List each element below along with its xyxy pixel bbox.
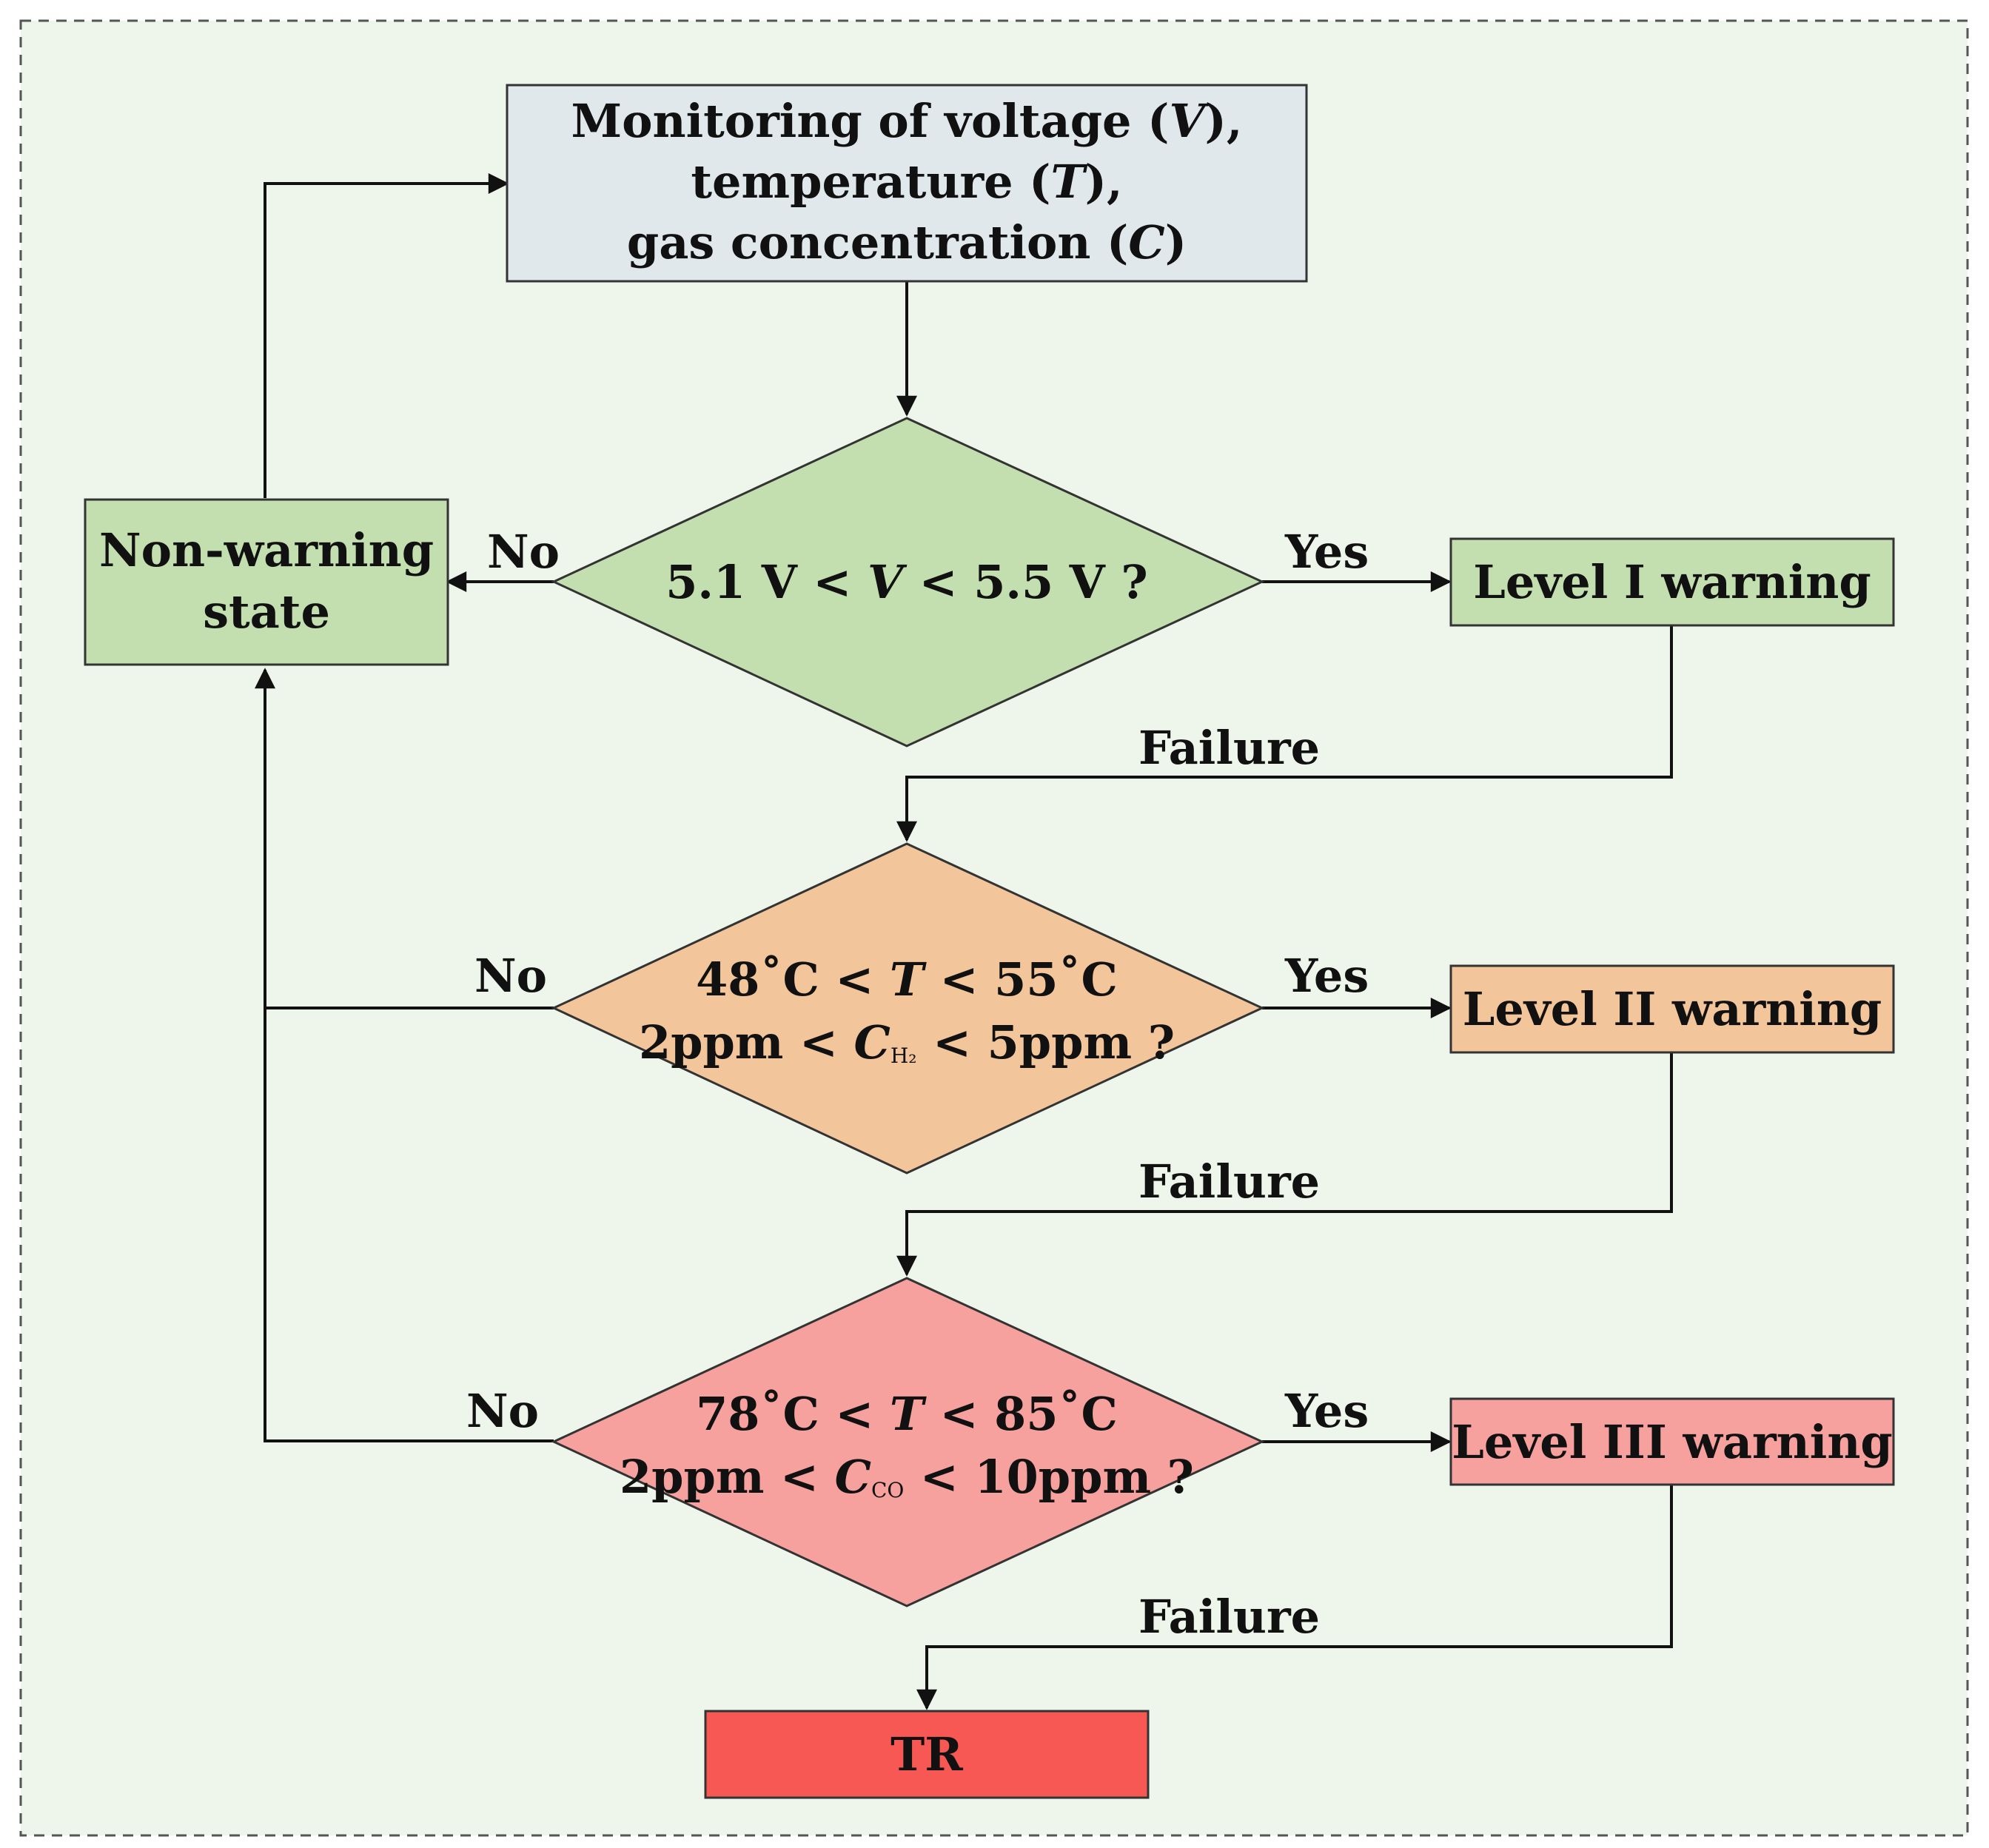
edge-label-yes-2: Yes bbox=[1284, 949, 1369, 1003]
arrow-level1-failure bbox=[896, 625, 1673, 842]
decision1-condition: 5.1 V < V < 5.5 V ? bbox=[665, 555, 1147, 609]
level2-node: Level II warning bbox=[1449, 964, 1895, 1054]
level2-label: Level II warning bbox=[1463, 982, 1882, 1036]
edge-label-failure-2: Failure bbox=[1138, 1155, 1320, 1209]
level3-box bbox=[1449, 1397, 1895, 1486]
decision2-condition-line-1: 48˚C < T < 55˚C bbox=[696, 952, 1118, 1007]
decision2-condition-line-2: 2ppm < CH₂ < 5ppm ? bbox=[639, 1015, 1175, 1069]
decision2-node: 48˚C < T < 55˚C 2ppm < CH₂ < 5ppm ? bbox=[551, 842, 1265, 1175]
level1-label: Level I warning bbox=[1473, 555, 1871, 609]
non-warning-line-1: Non-warning bbox=[99, 523, 434, 577]
level3-node: Level III warning bbox=[1449, 1397, 1895, 1486]
monitor-line-2: temperature (T), bbox=[691, 155, 1122, 209]
edge-label-yes-1: Yes bbox=[1284, 525, 1369, 579]
edge-labels: No Yes Failure No Yes Failure No Yes Fai… bbox=[466, 525, 1369, 1644]
edge-label-no-1: No bbox=[487, 525, 560, 579]
arrow-level2-failure bbox=[896, 1052, 1673, 1277]
decision3-condition-line-1: 78˚C < T < 85˚C bbox=[696, 1387, 1118, 1441]
non-warning-line-2: state bbox=[203, 585, 330, 639]
tr-node: TR bbox=[704, 1710, 1150, 1799]
level1-node: Level I warning bbox=[1449, 537, 1895, 627]
decision3-diamond bbox=[551, 1277, 1265, 1607]
decision1-diamond bbox=[551, 417, 1265, 747]
decision2-diamond bbox=[551, 842, 1265, 1175]
decision1-node: 5.1 V < V < 5.5 V ? bbox=[551, 417, 1265, 747]
edge-label-no-2: No bbox=[474, 949, 547, 1003]
level1-box bbox=[1449, 537, 1895, 627]
connectors bbox=[255, 173, 1673, 1710]
non-warning-node: Non-warning state bbox=[84, 498, 449, 666]
arrow-level3-failure bbox=[916, 1485, 1673, 1710]
arrow-decision3-no bbox=[255, 668, 554, 1442]
decision3-node: 78˚C < T < 85˚C 2ppm < CCO < 10ppm ? bbox=[551, 1277, 1265, 1607]
monitor-box bbox=[506, 84, 1308, 283]
tr-label: TR bbox=[890, 1727, 963, 1781]
monitor-node: Monitoring of voltage (V), temperature (… bbox=[506, 84, 1308, 283]
monitor-line-1: Monitoring of voltage (V), bbox=[571, 94, 1243, 148]
edge-label-failure-3: Failure bbox=[1138, 1590, 1320, 1644]
arrow-non-warning-to-monitor bbox=[264, 173, 509, 498]
tr-box bbox=[704, 1710, 1150, 1799]
level2-box bbox=[1449, 964, 1895, 1054]
level3-label: Level III warning bbox=[1452, 1415, 1893, 1469]
edge-label-yes-3: Yes bbox=[1284, 1384, 1369, 1438]
decision3-condition-line-2: 2ppm < CCO < 10ppm ? bbox=[620, 1450, 1194, 1504]
edge-label-failure-1: Failure bbox=[1138, 721, 1320, 775]
monitor-line-3: gas concentration (C) bbox=[627, 215, 1187, 269]
non-warning-box bbox=[84, 498, 449, 666]
edge-label-no-3: No bbox=[466, 1384, 539, 1438]
